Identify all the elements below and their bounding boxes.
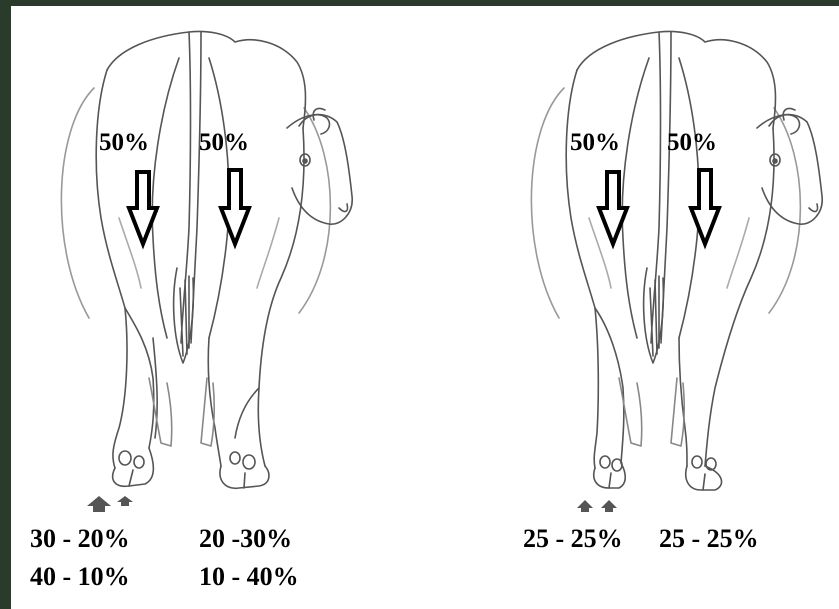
down-arrow-icon	[691, 170, 719, 244]
diagram-panel: 50% 50% 50% 50% 30 - 20% 20 -30% 40 - 10…	[11, 6, 839, 609]
left-cow-distribution-row2-right: 10 - 40%	[199, 564, 299, 590]
left-cow-distribution-row1-right: 20 -30%	[199, 526, 292, 552]
right-cow-left-weight-label: 50%	[570, 130, 620, 155]
down-arrow-icon	[221, 170, 249, 244]
right-cow-illustration	[519, 18, 839, 498]
right-cow-right-weight-label: 50%	[667, 130, 717, 155]
left-cow-illustration	[49, 18, 369, 498]
hoof-arrow-icon	[601, 500, 617, 512]
left-cow-left-weight-label: 50%	[99, 130, 149, 155]
hoof-arrow-icon	[117, 496, 133, 506]
right-cow-distribution-left: 25 - 25%	[523, 526, 623, 552]
left-cow-distribution-row2-left: 40 - 10%	[30, 564, 130, 590]
right-cow-distribution-right: 25 - 25%	[659, 526, 759, 552]
left-cow-distribution-row1-left: 30 - 20%	[30, 526, 130, 552]
hoof-arrow-icon	[87, 496, 111, 512]
left-cow-right-weight-label: 50%	[199, 130, 249, 155]
hoof-arrow-icon	[577, 500, 593, 512]
